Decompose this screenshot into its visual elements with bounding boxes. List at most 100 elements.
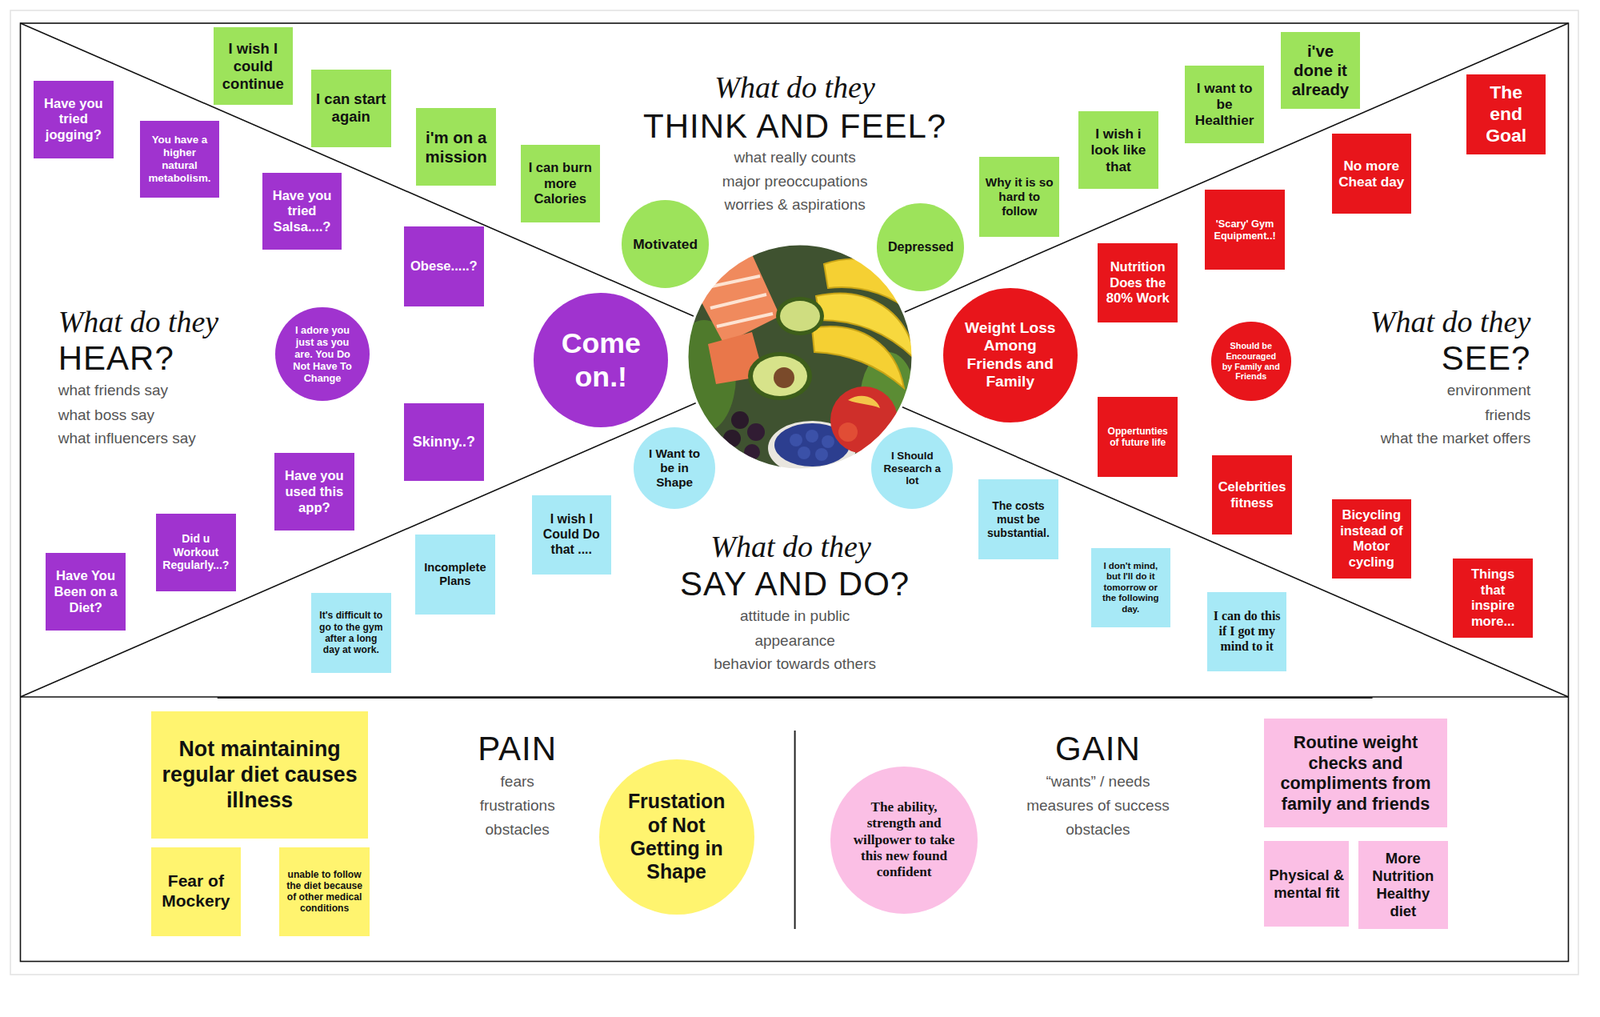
sticky-note: Not maintaining regular diet causes illn…	[151, 711, 369, 839]
section-heading: SEE?	[1441, 338, 1531, 379]
sticky-note: Obese.....?	[404, 226, 484, 306]
note-text: Weight Loss Among Friends and Family	[960, 319, 1060, 392]
note-text: I Want to be in Shape	[644, 446, 705, 490]
section-script-heading: What do they	[475, 69, 1116, 107]
section-heading: GAIN	[777, 728, 1418, 769]
section-subtext: what influencers say	[58, 429, 196, 448]
note-text: The costs must be substantial.	[983, 499, 1053, 540]
note-text: You have a higher natural metabolism.	[144, 133, 215, 184]
sticky-circle: I Should Research a lot	[871, 427, 953, 509]
note-text: Why it is so hard to follow	[984, 175, 1054, 219]
note-text: Should be Encouraged by Family and Frien…	[1221, 340, 1281, 382]
sticky-note: I wish I could continue	[213, 27, 293, 105]
note-text: Motivated	[632, 236, 698, 252]
sticky-note: No more Cheat day	[1332, 133, 1412, 213]
section-subtext: frustrations	[197, 796, 838, 816]
sticky-note: Why it is so hard to follow	[979, 156, 1059, 236]
sticky-note: unable to follow the diet because of oth…	[279, 847, 369, 936]
sticky-note: Have you tried Salsa....?	[262, 172, 342, 251]
sticky-note: Celebrities fitness	[1212, 455, 1292, 535]
note-text: Bicycling instead of Motor cycling	[1336, 507, 1407, 570]
sticky-circle: Should be Encouraged by Family and Frien…	[1211, 321, 1291, 401]
note-text: Incomplete Plans	[420, 560, 490, 589]
sticky-note: Skinny..?	[404, 403, 484, 481]
note-text: I wish i look like that	[1083, 125, 1153, 175]
sticky-note: Have you tried jogging?	[33, 80, 113, 159]
note-text: Did u Workout Regularly...?	[160, 532, 231, 572]
section-subtext: attitude in public	[475, 607, 1116, 626]
sticky-note: Incomplete Plans	[415, 534, 495, 614]
note-text: More Nutrition Healthy diet	[1363, 849, 1444, 920]
section-script-heading: What do they	[58, 304, 220, 341]
sticky-note: I can burn more Calories	[520, 144, 600, 223]
sticky-note: You have a higher natural metabolism.	[140, 120, 220, 199]
section-subtext: major preoccupations	[475, 172, 1116, 192]
note-text: I adore you just as you are. You Do Not …	[288, 324, 358, 384]
sticky-circle: I adore you just as you are. You Do Not …	[275, 307, 369, 401]
note-text: i've done it already	[1285, 41, 1356, 100]
sticky-note: Fear of Mockery	[151, 847, 241, 936]
sticky-circle: The ability, strength and willpower to t…	[830, 766, 978, 914]
note-text: Not maintaining regular diet causes illn…	[156, 736, 364, 813]
sticky-note: Routine weight checks and compliments fr…	[1264, 718, 1447, 828]
note-text: No more Cheat day	[1336, 157, 1407, 191]
sticky-note: Physical & mental fit	[1264, 840, 1349, 927]
sticky-note: The end Goal	[1466, 74, 1546, 154]
section-subtext: fears	[197, 772, 838, 792]
sticky-note: I wish i look like that	[1078, 111, 1158, 189]
sticky-note: I wish I Could Do that ....	[532, 495, 612, 575]
sticky-note: I don't mind, but I'll do it tomorrow or…	[1091, 548, 1171, 628]
sticky-note: Things that inspire more...	[1452, 558, 1532, 638]
section-subtext: what boss say	[58, 406, 155, 425]
section-subtext: obstacles	[197, 820, 838, 840]
note-text: Nutrition Does the 80% Work	[1102, 259, 1172, 307]
sticky-circle: Depressed	[876, 203, 965, 292]
note-text: I want to be Healthier	[1189, 80, 1260, 129]
sticky-note: 'Scary' Gym Equipment..!	[1204, 189, 1284, 269]
note-text: Skinny..?	[408, 433, 479, 451]
section-heading: HEAR?	[58, 338, 175, 379]
section-heading: PAIN	[197, 728, 838, 769]
note-text: I wish I could continue	[218, 40, 288, 92]
section-subtext: behavior towards others	[475, 655, 1116, 674]
note-text: unable to follow the diet because of oth…	[284, 868, 364, 915]
note-text: Obese.....?	[408, 258, 479, 275]
sticky-note: i've done it already	[1280, 32, 1360, 110]
sticky-note: Nutrition Does the 80% Work	[1097, 243, 1177, 323]
section-script-heading: What do they	[1370, 304, 1532, 341]
note-text: The ability, strength and willpower to t…	[849, 799, 959, 881]
section-subtext: what friends say	[58, 381, 168, 400]
section-subtext: friends	[1484, 406, 1531, 425]
sticky-note: Oppertunties of future life	[1097, 396, 1177, 476]
note-text: Come on.!	[551, 326, 652, 394]
sticky-circle: Motivated	[621, 200, 710, 288]
note-text: Physical & mental fit	[1268, 866, 1344, 902]
sticky-circle: Frustation of Not Getting in Shape	[599, 759, 755, 915]
note-text: I can start again	[316, 90, 386, 126]
sticky-note: The costs must be substantial.	[978, 479, 1058, 559]
note-text: Things that inspire more...	[1457, 566, 1528, 629]
sticky-note: It's difficult to go to the gym after a …	[311, 592, 391, 672]
section-subtext: “wants” / needs	[777, 772, 1418, 792]
sticky-circle: I Want to be in Shape	[633, 427, 716, 509]
note-text: Have You Been on a Diet?	[50, 568, 120, 616]
note-text: i'm on a mission	[420, 128, 491, 167]
section-subtext: what really counts	[475, 148, 1116, 168]
sticky-circle: Come on.!	[533, 292, 668, 428]
note-text: Have you used this app?	[279, 468, 349, 516]
section-subtext: what the market offers	[1380, 429, 1532, 448]
section-heading: THINK AND FEEL?	[475, 106, 1116, 147]
note-text: 'Scary' Gym Equipment..!	[1209, 217, 1280, 242]
sticky-note: Have You Been on a Diet?	[45, 552, 125, 631]
section-subtext: worries & aspirations	[475, 196, 1116, 215]
sticky-note: I can start again	[311, 69, 391, 148]
frame	[20, 23, 1569, 962]
food-illustration-rim	[687, 244, 913, 470]
divider-line	[20, 696, 1569, 698]
note-text: Routine weight checks and compliments fr…	[1268, 732, 1442, 814]
divider-line	[217, 696, 1373, 699]
sticky-note: Bicycling instead of Motor cycling	[1332, 499, 1412, 579]
note-text: Oppertunties of future life	[1102, 425, 1172, 449]
sticky-note: Have you used this app?	[274, 452, 354, 531]
page-border	[10, 10, 1579, 975]
